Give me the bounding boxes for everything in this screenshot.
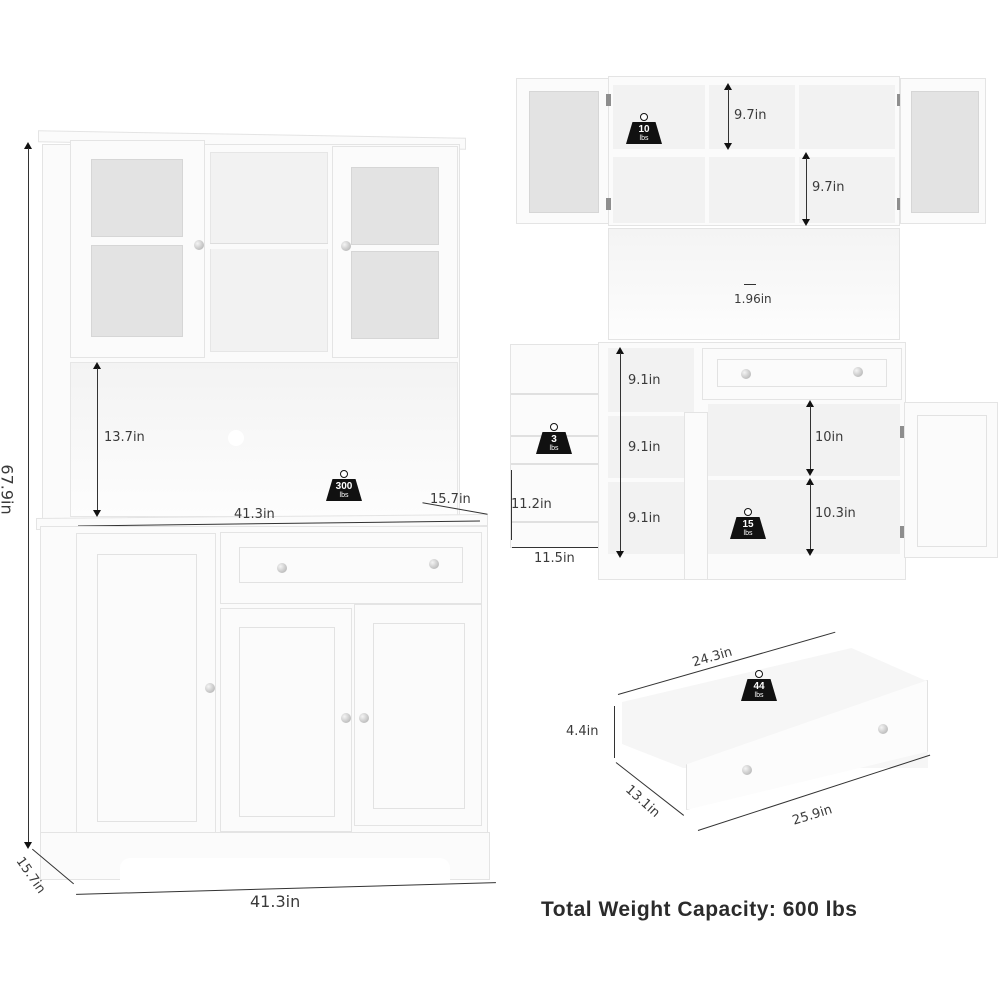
hutch-opening-dimension: 13.7in [104,430,145,445]
hutch-lower-shelf-dimension: 9.7in [812,180,845,195]
hutch-top-shelf-dimension: 9.7in [734,108,767,123]
knob-icon [742,765,752,775]
hutch-open-shelves [210,152,328,352]
base-right-door [354,604,482,826]
knob-icon [878,724,888,734]
total-height-dimension: 67.9in [0,464,17,515]
drawer-outer-width-dimension: 25.9in [790,802,835,829]
hutch-left-glass-door [70,140,205,358]
knob-icon [277,563,287,573]
knob-icon [341,713,351,723]
base-width-dimension: 41.3in [250,892,301,911]
knob-icon [205,683,215,693]
drawer-height-dimension: 4.4in [566,724,599,739]
counter-depth-dimension: 15.7in [430,492,471,507]
cable-hole-dimension: 1.96in [734,292,772,306]
hutch-open-cubbies [608,76,900,226]
knob-icon [853,367,863,377]
open-base-center-door [684,412,708,580]
base-drawer [220,532,482,604]
hutch-open-right-door [900,78,986,224]
open-base-drawer [702,348,902,400]
base-left-door [76,533,216,839]
hutch-open-left-door [516,78,610,224]
knob-icon [341,241,351,251]
counter-width-dimension: 41.3in [234,507,275,522]
door-shelf-height-dimension: 11.2in [511,497,552,512]
knob-icon [429,559,439,569]
door-shelf-width-dimension: 11.5in [534,551,575,566]
knob-icon [741,369,751,379]
drawer-depth-dimension: 13.1in [622,782,663,821]
left-compartment-dimension-3: 9.1in [628,511,661,526]
base-center-door [220,608,352,832]
left-compartment-dimension-1: 9.1in [628,373,661,388]
total-weight-capacity: Total Weight Capacity: 600 lbs [541,898,858,921]
hutch-open-bay [70,362,458,517]
hutch-middle-shelf [210,243,328,249]
knob-icon [194,240,204,250]
cable-hole [228,430,244,446]
right-lower-compartment-dimension: 10.3in [815,506,856,521]
hutch-right-glass-door [332,146,458,358]
knob-icon [359,713,369,723]
open-base-right-door [904,402,998,558]
left-compartment-dimension-2: 9.1in [628,440,661,455]
right-upper-compartment-dimension: 10in [815,430,844,445]
